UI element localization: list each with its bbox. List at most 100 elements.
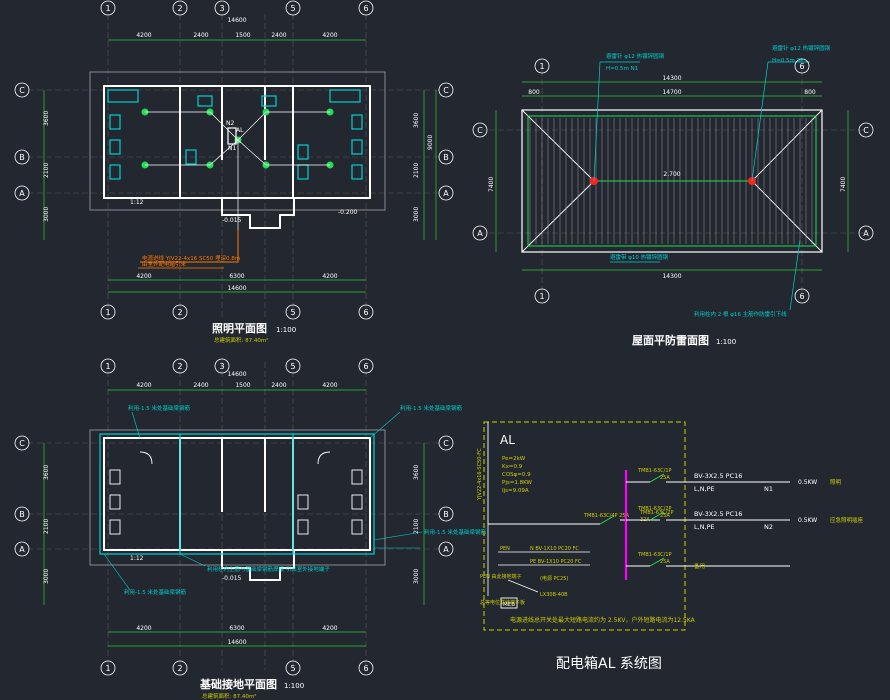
al-param-4: Ijs=9.09A xyxy=(502,488,529,494)
lp-dim-4: 2400 xyxy=(271,32,286,39)
system-diagram-title: 配电箱AL 系统图 xyxy=(556,656,662,672)
circuit-breaker: TMB1-63C/1P xyxy=(637,468,672,474)
rp-axis-a: A xyxy=(477,229,483,238)
al-incoming-cable: YJV22-4x16-SC50-FC xyxy=(477,448,483,501)
fp-axis-5: 5 xyxy=(290,362,295,371)
lp-dim-btotal: 14600 xyxy=(227,285,246,292)
lp-axis-6b: 6 xyxy=(363,308,368,317)
fp-dim-btotal: 14600 xyxy=(227,639,246,646)
rp-dim-eave-r: 800 xyxy=(804,89,816,96)
rp-axis-1: 1 xyxy=(539,62,544,71)
lp-dim-1: 4200 xyxy=(136,32,151,39)
lp-level-2: -0.200 xyxy=(338,209,358,216)
al-meb-note: 总等电位联结端子板 xyxy=(480,599,525,606)
circuit-power: 0.5KW xyxy=(798,479,817,486)
rp-rod-left-h: H=0.5m N1 xyxy=(606,66,638,72)
fp-dim-r3: 3000 xyxy=(413,569,420,584)
rp-axis-6: 6 xyxy=(799,62,804,71)
circuit-cable: BV-3X2.5 PC16 xyxy=(694,510,742,518)
lp-axis-1b: 1 xyxy=(105,308,110,317)
circuit-id: N2 xyxy=(764,523,773,531)
fp-axis-b: B xyxy=(19,510,25,519)
lp-axis-2: 2 xyxy=(177,4,182,13)
al-meb: MEB xyxy=(503,602,515,608)
rp-axis-c: C xyxy=(477,126,483,135)
fp-dim-l2: 2100 xyxy=(43,519,50,534)
circuit-breaker-symbol xyxy=(649,511,665,521)
al-pe-sub: (电源 PC25) xyxy=(540,575,568,582)
al-param-0: Pe=2kW xyxy=(502,456,526,462)
rp-dim-side-l: 7400 xyxy=(488,177,495,192)
fp-axis-2b: 2 xyxy=(177,664,182,673)
lp-dim-l3: 3000 xyxy=(43,207,50,222)
lp-axis-c-r: C xyxy=(443,86,449,95)
circuit-phases: L,N,PE xyxy=(694,523,715,531)
roof-plan: 1 6 1 6 C A C A 14300 14700 800 800 1430… xyxy=(472,44,874,347)
al-lx: LX30B-40B xyxy=(540,592,568,598)
lp-dim-b1: 4200 xyxy=(136,273,151,280)
al-panel-boundary xyxy=(483,421,686,631)
circuit-use: 备用 xyxy=(694,562,705,570)
fp-dim-3: 1500 xyxy=(235,382,250,389)
fp-dim-r2: 2100 xyxy=(413,519,420,534)
lp-n1-label: N1 xyxy=(228,145,236,152)
rp-rod-right-h: H=0.5m 3P xyxy=(772,58,804,64)
rp-axis-a-r: A xyxy=(863,229,869,238)
foundation-plan: 1 2 3 5 6 1 2 5 6 C B A C B A 14600 4200… xyxy=(14,358,486,700)
al-param-2: COSφ=0.9 xyxy=(502,472,531,478)
lp-axis-c: C xyxy=(19,86,25,95)
al-pe-line: PE BV-1X10 PC20 FC xyxy=(530,559,582,565)
circuit-id: N1 xyxy=(764,485,773,493)
lp-dim-r3: 3000 xyxy=(413,207,420,222)
fp-dim-b1: 4200 xyxy=(136,625,151,632)
fp-axis-1b: 1 xyxy=(105,664,110,673)
circuit-breaker: TMB1-63C/1P xyxy=(637,552,672,558)
circuit-amp: 25A xyxy=(660,559,670,565)
lp-cable-note-2: 由室外配电箱引来 xyxy=(142,260,187,268)
circuit-power: 0.5KW xyxy=(798,517,817,524)
foundation-plan-subtitle: 总建筑面积: 87.40m² xyxy=(202,692,256,700)
fp-axis-3: 3 xyxy=(219,362,224,371)
lp-dim-5: 4200 xyxy=(322,32,337,39)
lp-dim-r2: 2100 xyxy=(413,163,420,178)
lp-axis-1: 1 xyxy=(105,4,110,13)
lp-dim-total: 14600 xyxy=(227,17,246,24)
circuit-amp: 25A xyxy=(660,513,670,519)
circuit-phases: L,N,PE xyxy=(694,485,715,493)
lp-axis-5: 5 xyxy=(290,4,295,13)
lighting-plan-title: 照明平面图 xyxy=(212,322,267,335)
rp-downlead-note: 利用柱内 2 根 φ16 主筋作防雷引下线 xyxy=(694,310,787,318)
fp-dim-5: 4200 xyxy=(322,382,337,389)
rp-dim-top: 14300 xyxy=(662,75,681,82)
lp-axis-2b: 2 xyxy=(177,308,182,317)
lp-al-label: AL xyxy=(236,127,244,134)
fp-dim-b2: 6300 xyxy=(229,625,244,632)
lighting-plan: 1 2 3 5 6 1 2 5 6 C B A C B A 14600 4200… xyxy=(14,0,454,344)
circuit-breaker-symbol xyxy=(649,557,665,567)
rp-belt-note: 避雷带 φ10 热镀锌圆钢 xyxy=(610,253,669,261)
fp-axis-a: A xyxy=(19,545,25,554)
fp-axis-2: 2 xyxy=(177,362,182,371)
lp-dim-b3: 4200 xyxy=(322,273,337,280)
lp-axis-5b: 5 xyxy=(290,308,295,317)
rp-ridge-level: 2.700 xyxy=(663,171,680,178)
fp-axis-c: C xyxy=(19,439,25,448)
lighting-plan-scale: 1:100 xyxy=(276,326,296,334)
al-main-breaker: TMB1-63C/4P 25A xyxy=(583,513,629,519)
rp-dim-side-r: 7400 xyxy=(840,177,847,192)
lp-n2-label: N2 xyxy=(226,120,234,127)
fp-axis-c-r: C xyxy=(443,439,449,448)
lp-dim-b2: 6300 xyxy=(229,273,244,280)
fp-level: -0.015 xyxy=(222,575,242,582)
roof-plan-title: 屋面平防雷面图 xyxy=(632,333,709,347)
circuit-amp: 25A xyxy=(660,475,670,481)
fp-dim-l3: 3000 xyxy=(43,569,50,584)
lp-dim-2: 2400 xyxy=(193,32,208,39)
fp-dim-1: 4200 xyxy=(136,382,151,389)
lp-axis-6: 6 xyxy=(363,4,368,13)
fp-axis-6: 6 xyxy=(363,362,368,371)
al-param-1: Kx=0.9 xyxy=(502,464,523,470)
fp-dim-r1: 3600 xyxy=(413,465,420,480)
lp-axis-b-r: B xyxy=(443,153,449,162)
